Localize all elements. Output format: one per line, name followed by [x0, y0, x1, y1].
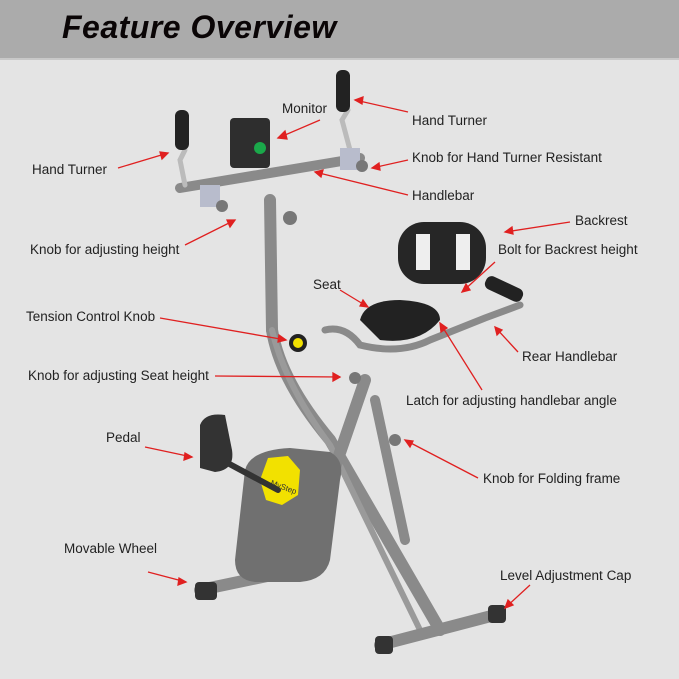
label-rear-handlebar: Rear Handlebar: [522, 349, 618, 364]
seat: [360, 300, 440, 341]
arrow-latch: [439, 321, 483, 391]
pedal-crank: [219, 457, 281, 493]
hand-turner-right-arm: [339, 107, 353, 153]
hand-turner-left-knob: [216, 200, 228, 212]
mystep-logo-badge: [260, 456, 300, 505]
arrow-bolt-backrest: [460, 261, 496, 293]
callout-arrows: [117, 96, 571, 610]
label-latch: Latch for adjusting handlebar angle: [406, 393, 617, 408]
label-knob-height: Knob for adjusting height: [30, 242, 180, 257]
label-tension-knob: Tension Control Knob: [26, 309, 156, 324]
arrow-hand-turner-right: [353, 96, 409, 113]
rear-handlebar: [321, 301, 524, 353]
arrow-handlebar: [313, 169, 409, 196]
level-cap: [488, 605, 506, 623]
movable-wheel: [195, 582, 217, 600]
label-knob-folding: Knob for Folding frame: [483, 471, 621, 486]
handlebar: [175, 153, 365, 193]
label-movable-wheel: Movable Wheel: [64, 541, 158, 556]
arrow-knob-seat-height: [214, 371, 342, 383]
arrow-hand-turner-left: [117, 151, 170, 169]
hand-turner-resistance-knob: [356, 160, 368, 172]
arrow-rear-handlebar: [494, 325, 519, 353]
label-pedal: Pedal: [106, 430, 141, 445]
rear-support: [370, 395, 410, 545]
label-backrest: Backrest: [575, 213, 628, 228]
monitor: [230, 118, 270, 168]
label-seat: Seat: [313, 277, 341, 292]
hand-turner-right-bracket: [340, 148, 360, 170]
arrow-pedal: [144, 446, 194, 461]
label-hand-turner-left: Hand Turner: [32, 162, 108, 177]
arrow-knob-height: [184, 219, 237, 246]
header-band: Feature Overview: [0, 0, 679, 60]
label-bolt-backrest: Bolt for Backrest height: [498, 242, 638, 257]
arrow-level-cap: [503, 584, 531, 610]
backrest-warning-label: [456, 234, 470, 270]
bike-illustration: MyStep: [175, 70, 524, 654]
front-post: [264, 194, 278, 336]
monitor-button: [254, 142, 266, 154]
label-handlebar: Handlebar: [412, 188, 475, 203]
seat-height-knob: [349, 372, 361, 384]
label-knob-hand-turner: Knob for Hand Turner Resistant: [412, 150, 602, 165]
arrow-knob-hand-turner: [370, 159, 409, 171]
backrest-warning-label: [416, 234, 430, 270]
arrow-knob-folding: [403, 439, 479, 479]
arrow-seat: [339, 289, 370, 308]
backrest: [398, 222, 486, 284]
page-title: Feature Overview: [62, 9, 337, 45]
arrow-backrest: [503, 221, 571, 235]
rear-handlebar-grip: [484, 276, 524, 302]
hand-turner-left-arm: [177, 147, 188, 188]
rear-stabilizer: [374, 609, 501, 651]
arrow-movable-wheel: [147, 571, 188, 586]
label-level-cap: Level Adjustment Cap: [500, 568, 632, 583]
height-knob: [283, 211, 297, 225]
label-monitor: Monitor: [282, 101, 328, 116]
folding-frame-knob: [389, 434, 401, 446]
tension-knob-cap: [293, 338, 303, 348]
hand-turner-right: [336, 70, 350, 112]
hand-turner-left: [175, 110, 189, 150]
label-hand-turner-right: Hand Turner: [412, 113, 488, 128]
arrow-monitor: [276, 119, 321, 140]
hand-turner-left-bracket: [200, 185, 220, 207]
arrow-tension-knob: [159, 317, 288, 343]
label-knob-seat-height: Knob for adjusting Seat height: [28, 368, 209, 383]
rear-stabilizer-cap: [375, 636, 393, 654]
main-frame-inner-tube: [269, 327, 423, 633]
pedal: [200, 414, 233, 472]
